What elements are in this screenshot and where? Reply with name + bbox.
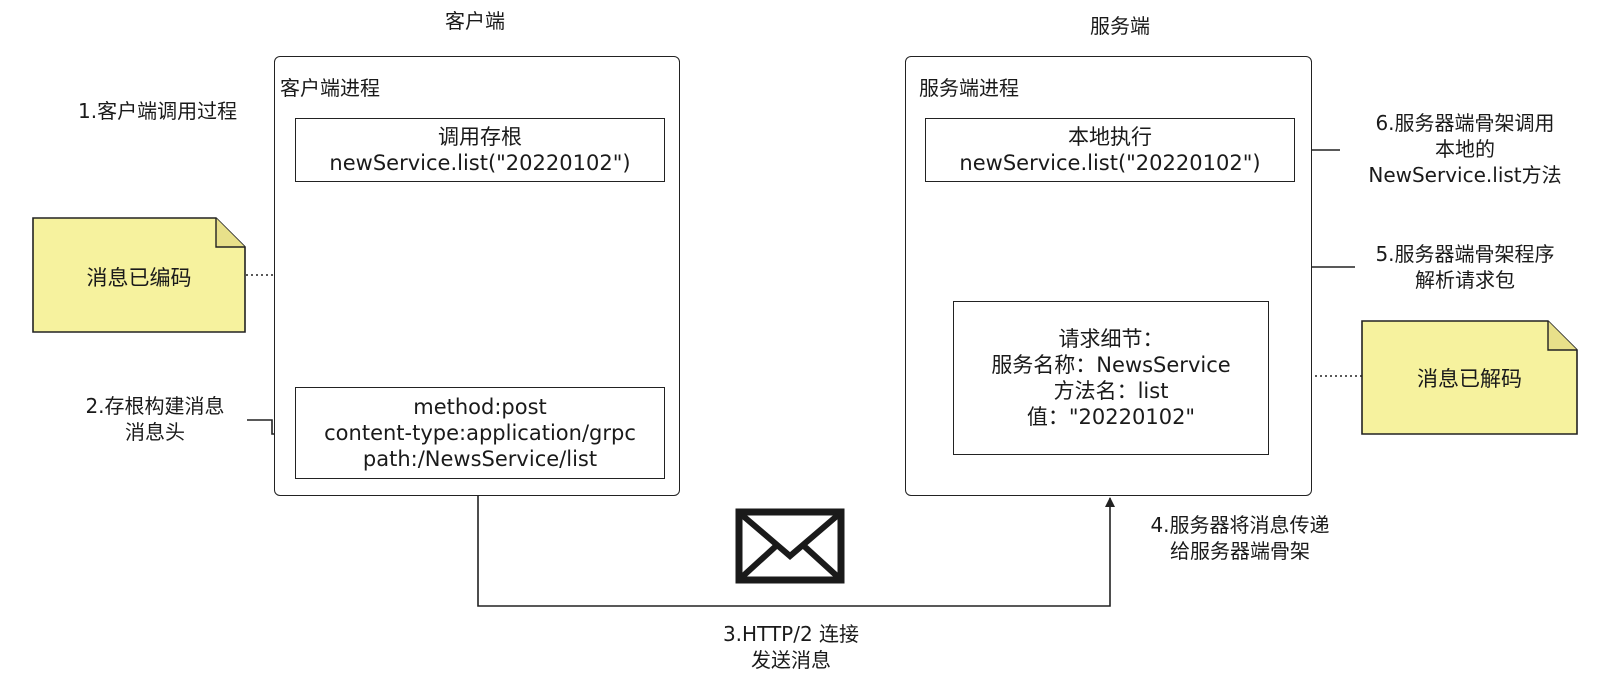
message-header-text: method:post content-type:application/grp… xyxy=(296,388,664,478)
decoded-note-text: 消息已解码 xyxy=(1417,367,1522,391)
step6-line-2: 本地的 xyxy=(1435,137,1495,161)
client-stub-line-2: newService.list("20220102") xyxy=(329,151,631,175)
request-detail-value: 值："20220102" xyxy=(1026,405,1196,429)
step3-label: 3.HTTP/2 连接 发送消息 xyxy=(681,621,901,673)
step6-line-1: 6.服务器端骨架调用 xyxy=(1375,111,1555,135)
client-stub-box: 调用存根 newService.list("20220102") xyxy=(295,118,665,182)
client-stub-line-1: 调用存根 xyxy=(438,125,522,149)
step5-label: 5.服务器端骨架程序 解析请求包 xyxy=(1345,241,1585,293)
decoded-note xyxy=(1361,320,1578,435)
header-method: method:post xyxy=(413,395,547,419)
closed-envelope-icon xyxy=(735,508,845,584)
step2-line-2: 消息头 xyxy=(125,420,185,444)
request-detail-service: 服务名称：NewsService xyxy=(991,353,1231,377)
step4-label: 4.服务器将消息传递 给服务器端骨架 xyxy=(1120,512,1360,564)
encoded-note xyxy=(32,217,246,333)
step3-line-1: 3.HTTP/2 连接 xyxy=(722,622,860,646)
local-exec-line-2: newService.list("20220102") xyxy=(959,151,1261,175)
step2-label: 2.存根构建消息 消息头 xyxy=(45,393,265,445)
step6-line-3: NewService.list方法 xyxy=(1368,163,1562,187)
header-path: path:/NewsService/list xyxy=(362,447,598,471)
server-process-label: 服务端进程 xyxy=(919,76,1019,100)
step5-line-1: 5.服务器端骨架程序 xyxy=(1375,242,1555,266)
request-detail-heading: 请求细节： xyxy=(1058,327,1164,351)
local-exec-line-1: 本地执行 xyxy=(1068,125,1152,149)
header-content-type: content-type:application/grpc xyxy=(324,421,636,445)
server-title: 服务端 xyxy=(1090,14,1150,38)
request-detail-method: 方法名：list xyxy=(1053,379,1169,403)
step3-line-2: 发送消息 xyxy=(751,648,831,672)
step2-line-1: 2.存根构建消息 xyxy=(85,394,225,418)
step1-label: 1.客户端调用过程 xyxy=(78,99,238,123)
client-process-label: 客户端进程 xyxy=(280,76,380,100)
encoded-note-text: 消息已编码 xyxy=(86,266,192,290)
step4-line-2: 给服务器端骨架 xyxy=(1170,539,1310,563)
message-header-box: method:post content-type:application/grp… xyxy=(295,387,665,479)
local-exec-text: 本地执行 newService.list("20220102") xyxy=(926,119,1294,181)
step4-line-1: 4.服务器将消息传递 xyxy=(1150,513,1330,537)
step6-label: 6.服务器端骨架调用 本地的 NewService.list方法 xyxy=(1340,110,1590,188)
step5-line-2: 解析请求包 xyxy=(1415,268,1515,292)
request-detail-text: 请求细节： 服务名称：NewsService 方法名：list 值："20220… xyxy=(954,302,1268,454)
request-detail-box: 请求细节： 服务名称：NewsService 方法名：list 值："20220… xyxy=(953,301,1269,455)
client-title: 客户端 xyxy=(445,9,505,33)
http2-connection-arrow xyxy=(477,496,1115,607)
client-stub-text: 调用存根 newService.list("20220102") xyxy=(296,119,664,181)
local-exec-box: 本地执行 newService.list("20220102") xyxy=(925,118,1295,182)
